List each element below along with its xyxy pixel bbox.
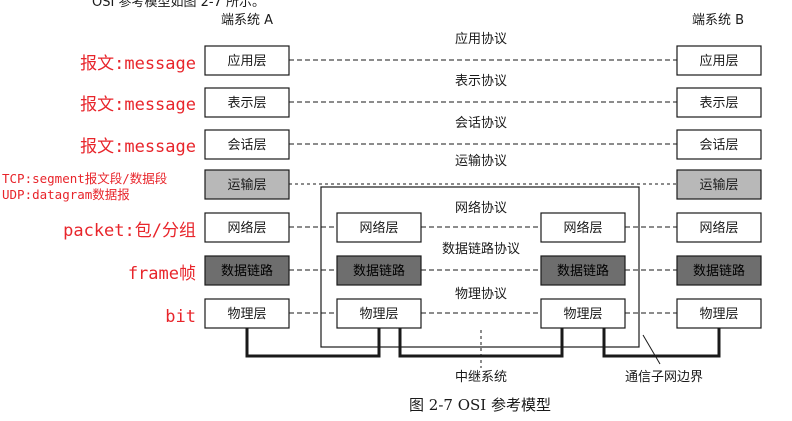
- a-physical-label: 物理层: [227, 307, 266, 322]
- b-physical-label: 物理层: [699, 307, 738, 322]
- r1-physical-label: 物理层: [359, 307, 398, 322]
- a-application-layer: [204, 45, 290, 76]
- pdu-network: packet:包/分组: [63, 221, 196, 241]
- b-physical-layer: [676, 298, 762, 329]
- r2-physical-layer: [540, 298, 626, 329]
- b-application-layer: [676, 45, 762, 76]
- r2-physical-label: 物理层: [563, 307, 602, 322]
- pdu-transport-tcp: TCP:segment报文段/数据段: [2, 171, 167, 186]
- medium-a-to-r1: [245, 328, 381, 358]
- datalink-protocol-label: 数据链路协议: [442, 241, 520, 257]
- b-transport-label: 运输层: [699, 177, 738, 193]
- transport-protocol-label: 运输协议: [455, 153, 507, 169]
- r2-network-layer: [540, 212, 626, 243]
- b-application-label: 应用层: [699, 53, 738, 69]
- b-presentation-layer: [676, 87, 762, 118]
- r2-network-label: 网络层: [563, 220, 602, 236]
- end-system-b-label: 端系统 B: [692, 13, 744, 28]
- a-datalink-layer: [204, 255, 290, 286]
- pdu-session: 报文:message: [80, 137, 196, 157]
- b-transport-layer: [676, 169, 762, 200]
- r1-network-label: 网络层: [359, 220, 398, 236]
- a-network-label: 网络层: [227, 220, 266, 236]
- subnet-boundary-pointer: [642, 334, 661, 365]
- relay-system-label: 中继系统: [455, 370, 507, 385]
- r1-network-layer: [336, 212, 422, 243]
- a-physical-layer: [204, 298, 290, 329]
- pdu-application: 报文:message: [80, 54, 196, 74]
- relay-node-2: 网络层 数据链路 物理层: [540, 212, 626, 329]
- a-transport-layer: [204, 169, 290, 200]
- a-presentation-layer: [204, 87, 290, 118]
- r2-datalink-label: 数据链路: [557, 263, 609, 279]
- pdu-physical: bit: [165, 307, 196, 327]
- end-system-b: 应用层 表示层 会话层 运输层 网络层 数据链路 物理层: [676, 45, 762, 329]
- a-application-label: 应用层: [227, 53, 266, 69]
- b-datalink-label: 数据链路: [693, 263, 745, 279]
- r1-datalink-label: 数据链路: [353, 263, 405, 279]
- end-system-a: 应用层 表示层 会话层 运输层 网络层 数据链路 物理层: [204, 45, 290, 329]
- b-presentation-label: 表示层: [699, 96, 738, 111]
- top-text: OSI 参考模型如图 2-7 所示。: [92, 0, 265, 10]
- a-presentation-label: 表示层: [227, 96, 266, 111]
- figure-caption: 图 2-7 OSI 参考模型: [409, 396, 551, 414]
- b-datalink-layer: [676, 255, 762, 286]
- medium-r2-to-b: [602, 328, 721, 358]
- a-network-layer: [204, 212, 290, 243]
- b-network-label: 网络层: [699, 220, 738, 236]
- pdu-transport-udp: UDP:datagram数据报: [2, 187, 130, 202]
- pdu-presentation: 报文:message: [80, 95, 196, 115]
- a-transport-label: 运输层: [227, 177, 266, 193]
- subnet-boundary-label: 通信子网边界: [625, 370, 703, 385]
- b-network-layer: [676, 212, 762, 243]
- a-datalink-label: 数据链路: [221, 263, 273, 279]
- b-session-label: 会话层: [699, 138, 738, 153]
- application-protocol-label: 应用协议: [455, 31, 507, 47]
- presentation-protocol-label: 表示协议: [455, 74, 507, 89]
- physical-protocol-label: 物理协议: [455, 287, 507, 302]
- b-session-layer: [676, 129, 762, 160]
- relay-node-1: 网络层 数据链路 物理层: [336, 212, 422, 329]
- r1-datalink-layer: [336, 255, 422, 286]
- a-session-label: 会话层: [227, 138, 266, 153]
- relay-system-box: [320, 186, 640, 348]
- network-protocol-label: 网络协议: [455, 200, 507, 216]
- end-system-a-label: 端系统 A: [221, 13, 273, 28]
- r2-datalink-layer: [540, 255, 626, 286]
- session-protocol-label: 会话协议: [455, 116, 507, 131]
- pdu-datalink: frame帧: [128, 264, 196, 284]
